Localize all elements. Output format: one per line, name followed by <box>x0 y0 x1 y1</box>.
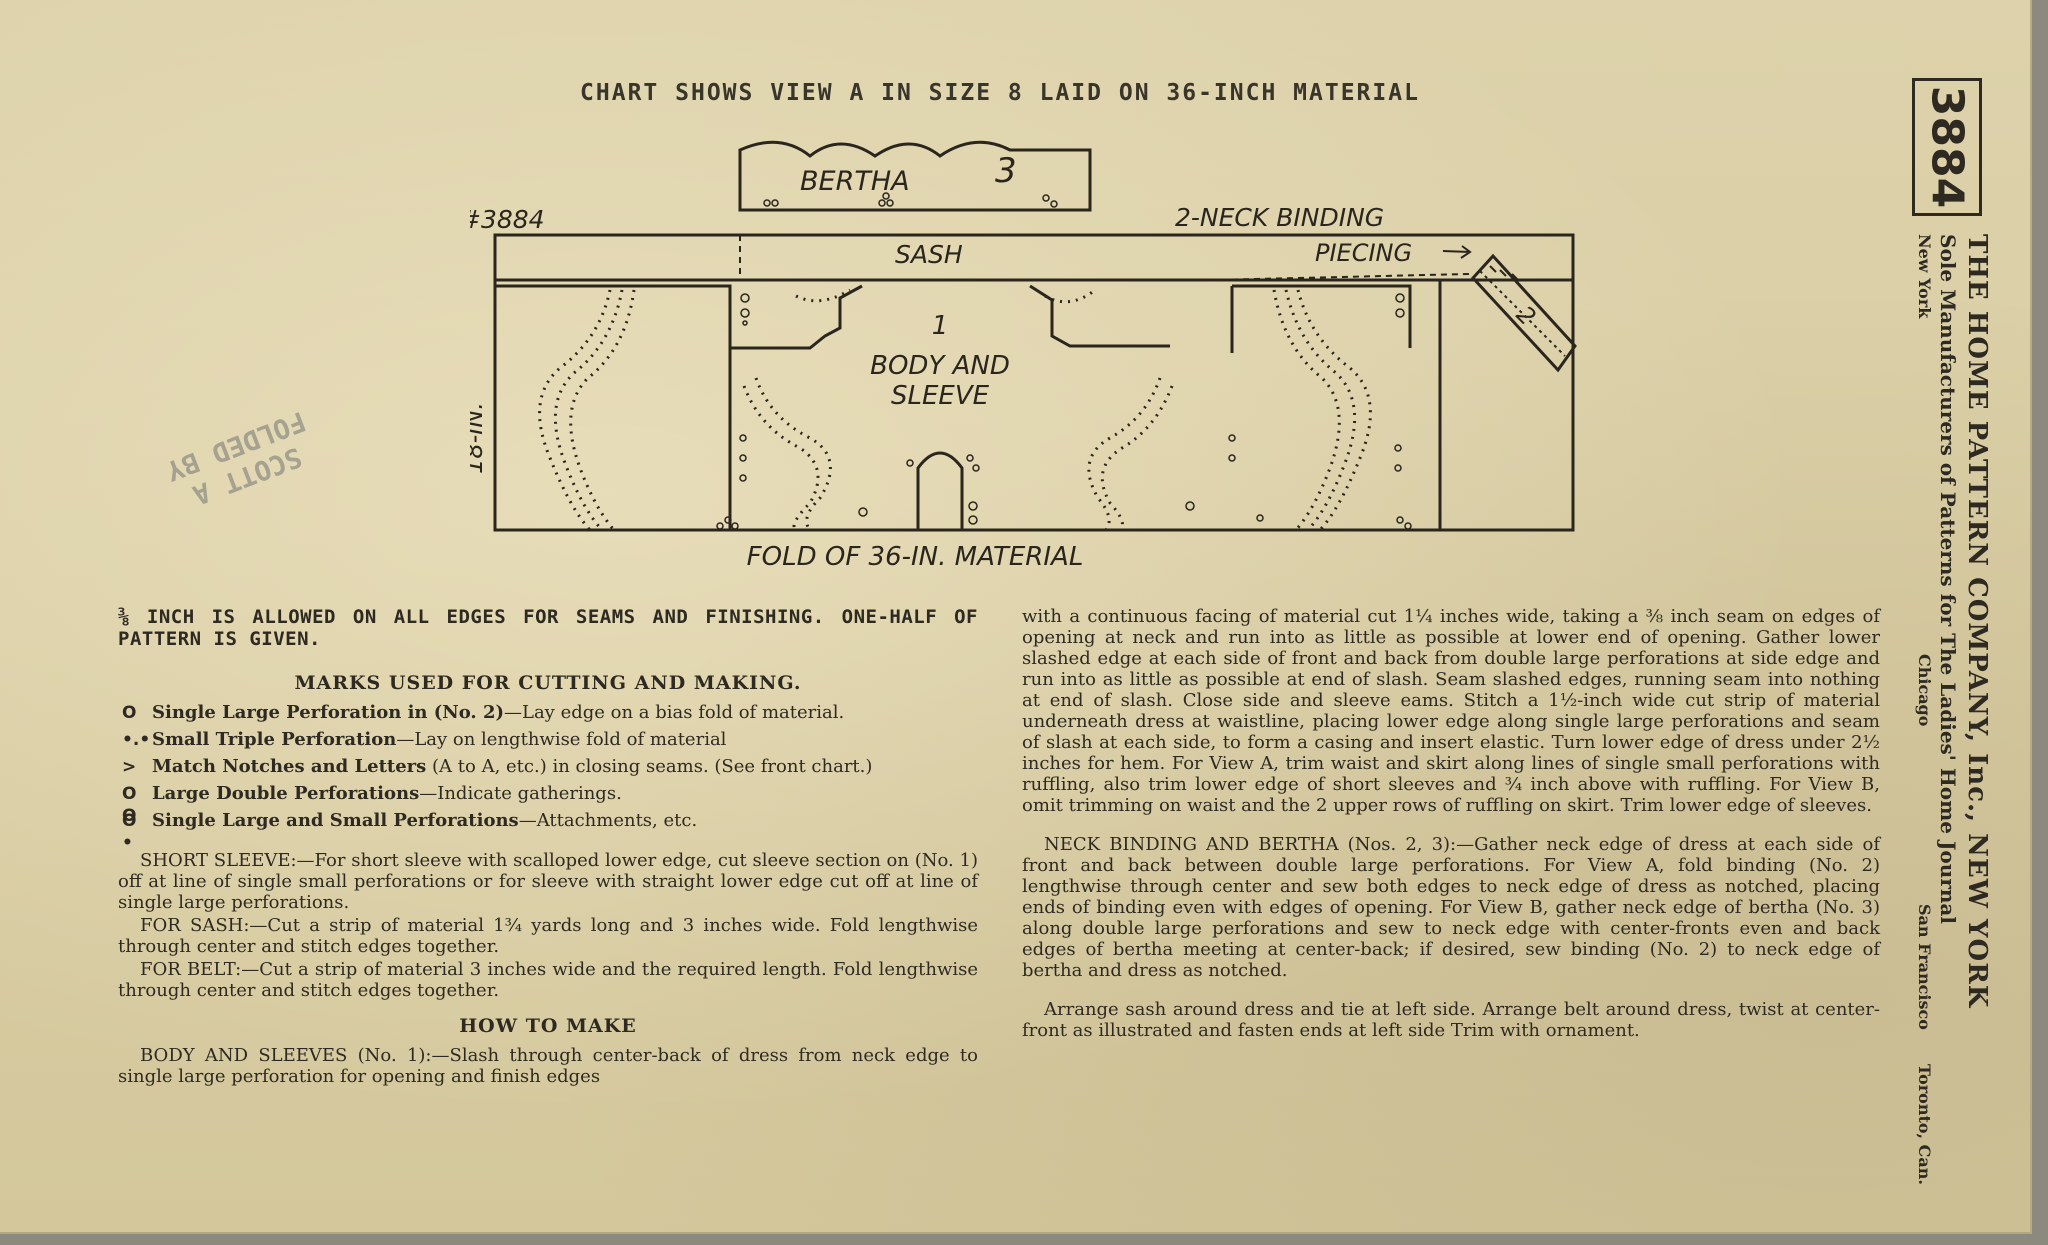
mark-label: Match Notches and Letters <box>152 756 427 777</box>
sash-instructions: FOR SASH:—Cut a strip of material 1¾ yar… <box>118 915 978 957</box>
chart-title: CHART SHOWS VIEW A IN SIZE 8 LAID ON 36-… <box>580 80 1420 106</box>
width-label: 18-IN. <box>470 402 488 474</box>
mark-item: •.• Small Triple Perforation—Lay on leng… <box>118 729 978 751</box>
bertha-number: 3 <box>995 151 1017 191</box>
neck-binding-piece <box>1470 253 1577 373</box>
perforation-marks <box>716 293 1412 530</box>
pattern-number-box: 3884 <box>1912 78 1982 216</box>
mark-text: —Attachments, etc. <box>518 810 698 831</box>
mark-symbol: > <box>122 757 137 777</box>
arrange-instructions: Arrange sash around dress and tie at lef… <box>1022 999 1880 1041</box>
mark-text: —Indicate gatherings. <box>419 783 622 804</box>
mark-item: O Single Large Perforation in (No. 2)—La… <box>118 702 978 724</box>
body-label-line2: SLEEVE <box>891 381 990 411</box>
body-sleeves-instructions: BODY AND SLEEVES (No. 1):—Slash through … <box>118 1045 978 1087</box>
instructions-left-column: ⅜ INCH IS ALLOWED ON ALL EDGES FOR SEAMS… <box>118 606 978 1089</box>
mark-text: (A to A, etc.) in closing seams. (See fr… <box>426 756 873 777</box>
mark-item: O • Single Large and Small Perforations—… <box>118 810 978 853</box>
seam-allowance-note: ⅜ INCH IS ALLOWED ON ALL EDGES FOR SEAMS… <box>118 606 978 650</box>
bertha-label: BERTHA <box>800 166 910 197</box>
mark-label: Small Triple Perforation <box>152 729 397 750</box>
marks-heading: MARKS USED FOR CUTTING AND MAKING. <box>294 672 802 694</box>
short-sleeve-instructions: SHORT SLEEVE:—For short sleeve with scal… <box>118 850 978 913</box>
mark-item: > Match Notches and Letters (A to A, etc… <box>118 756 978 778</box>
mark-label: Single Large and Small Perforations <box>152 810 519 831</box>
mark-label: Large Double Perforations <box>152 783 420 804</box>
piecing-label: PIECING <box>1315 239 1412 267</box>
mark-symbol: O • <box>122 811 137 853</box>
publisher-block: THE HOME PATTERN COMPANY, Inc., NEW YORK… <box>1890 234 2000 1185</box>
folded-by-stamp: FOLDED BY SCOTT A <box>161 404 321 516</box>
belt-instructions: FOR BELT:—Cut a strip of material 3 inch… <box>118 959 978 1001</box>
company-name: THE HOME PATTERN COMPANY, Inc., NEW YORK <box>1962 234 1992 1009</box>
mark-text: —Lay edge on a bias fold of material. <box>504 702 845 723</box>
pattern-reference: #3884 <box>470 205 545 234</box>
sash-label: SASH <box>895 240 963 269</box>
bertha-piece <box>738 140 1092 212</box>
city: San Francisco <box>1915 904 1934 1030</box>
body-label-line1: BODY AND <box>870 351 1010 381</box>
perforation-lines-left <box>538 288 1372 532</box>
pattern-number: 3884 <box>1921 85 1973 209</box>
mark-symbol: O <box>122 703 137 723</box>
city: New York <box>1915 234 1934 319</box>
mark-text: —Lay on lengthwise fold of material <box>396 729 727 750</box>
neck-binding-bertha-instructions: NECK BINDING AND BERTHA (Nos. 2, 3):—Gat… <box>1022 834 1880 981</box>
city: Toronto, Can. <box>1915 1064 1934 1185</box>
fold-label: FOLD OF 36-IN. MATERIAL <box>747 542 1084 572</box>
body-number: 1 <box>932 311 949 341</box>
mark-label: Single Large Perforation in (No. 2) <box>152 702 504 723</box>
mark-item: O O Large Double Perforations—Indicate g… <box>118 783 978 826</box>
city: Chicago <box>1915 654 1934 727</box>
city-list: New York Chicago San Francisco Toronto, … <box>1912 234 1934 1194</box>
mark-symbol: •.• <box>122 730 151 750</box>
instructions-right-column: with a continuous facing of material cut… <box>1022 606 1880 1043</box>
mark-symbol: O O <box>122 784 137 826</box>
sole-manufacturers: Sole Manufacturers of Patterns for The L… <box>1936 234 1960 924</box>
cutting-chart-diagram: BERTHA 3 #3884 2-NECK BINDING SASH PIECI… <box>470 140 1577 572</box>
body-sleeves-continued: with a continuous facing of material cut… <box>1022 606 1880 816</box>
how-to-make-heading: HOW TO MAKE <box>459 1015 637 1037</box>
neck-binding-label: 2-NECK BINDING <box>1175 203 1384 232</box>
material-outline <box>493 233 1575 532</box>
